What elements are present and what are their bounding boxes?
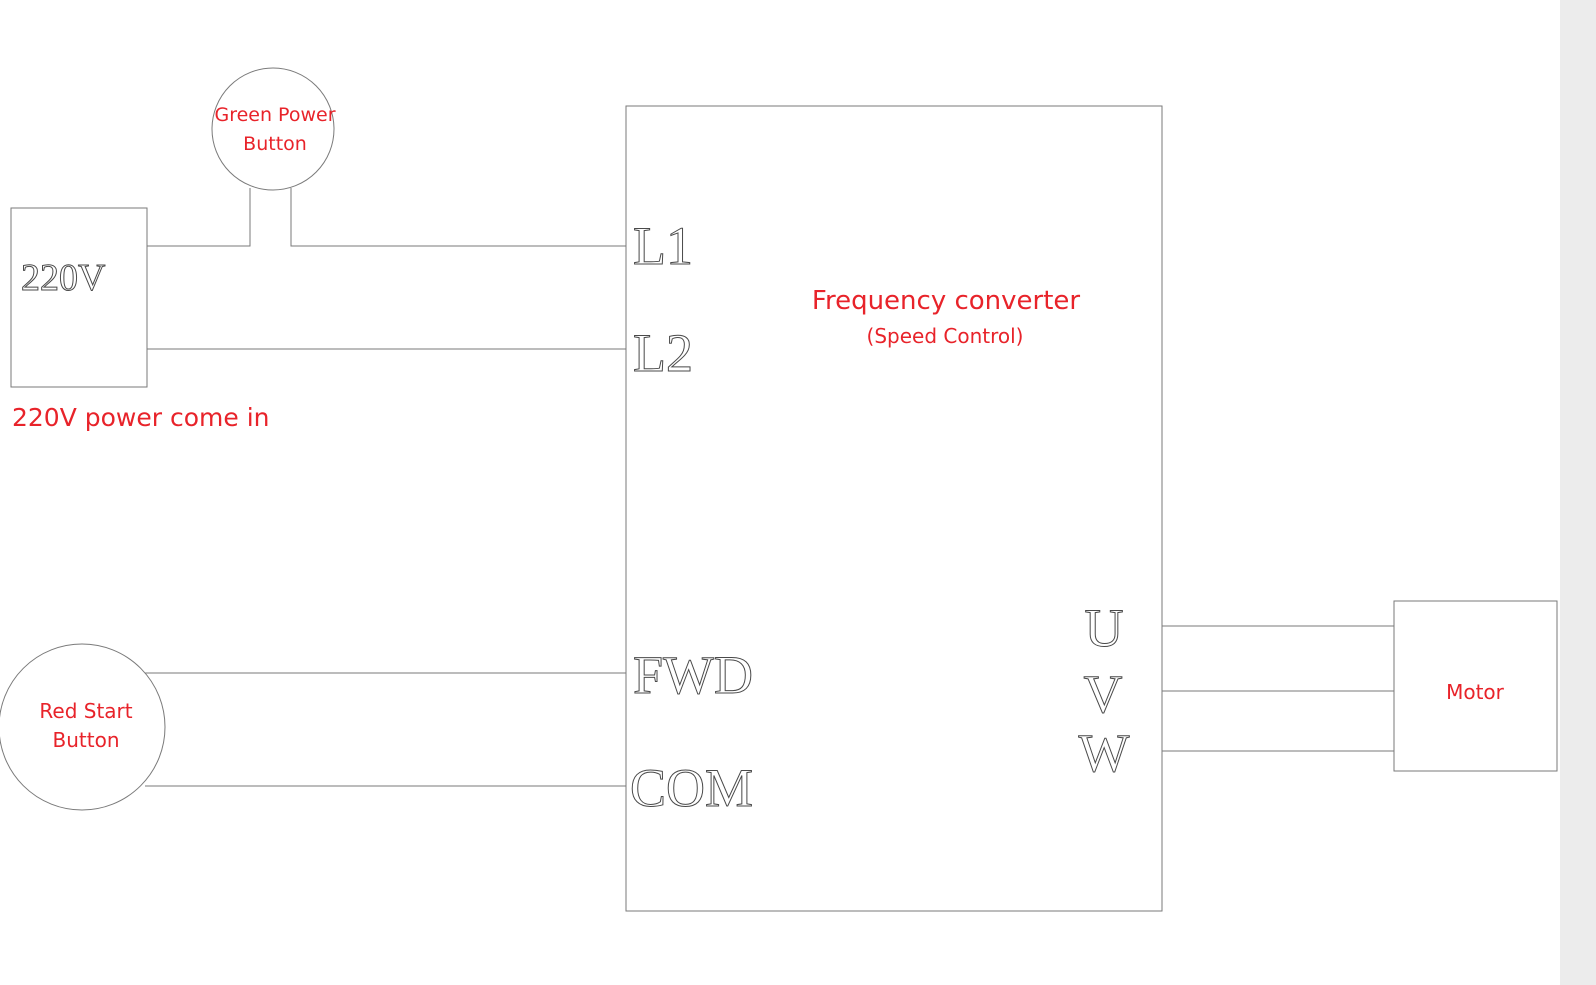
motor-box — [1393, 600, 1558, 772]
red-button-label-line2: Button — [53, 728, 120, 752]
converter-subtitle: (Speed Control) — [867, 324, 1024, 348]
terminal-w-label: W — [1079, 723, 1130, 783]
wire-green-button-to-l1 — [290, 188, 626, 247]
terminal-com-label: COM — [630, 758, 753, 818]
terminal-fwd-label: FWD — [633, 645, 753, 705]
power-source-label: 220V — [21, 257, 106, 299]
frequency-converter-box — [625, 105, 1163, 912]
green-button-label-line1: Green Power — [214, 104, 335, 126]
red-start-button — [0, 643, 166, 811]
power-source-box — [10, 207, 148, 388]
right-edge-shade — [1560, 0, 1596, 985]
terminal-u-label: U — [1085, 598, 1124, 658]
green-button-label-line2: Button — [243, 133, 307, 155]
converter-title: Frequency converter — [812, 286, 1081, 316]
red-button-label-line1: Red Start — [39, 699, 132, 723]
power-source-caption: 220V power come in — [12, 403, 270, 432]
terminal-l2-label: L2 — [633, 323, 693, 383]
terminal-l1-label: L1 — [633, 216, 693, 276]
wire-source-to-green-button — [147, 188, 251, 247]
terminal-v-label: V — [1084, 664, 1123, 724]
motor-label: Motor — [1446, 680, 1505, 704]
green-power-button — [211, 67, 335, 191]
